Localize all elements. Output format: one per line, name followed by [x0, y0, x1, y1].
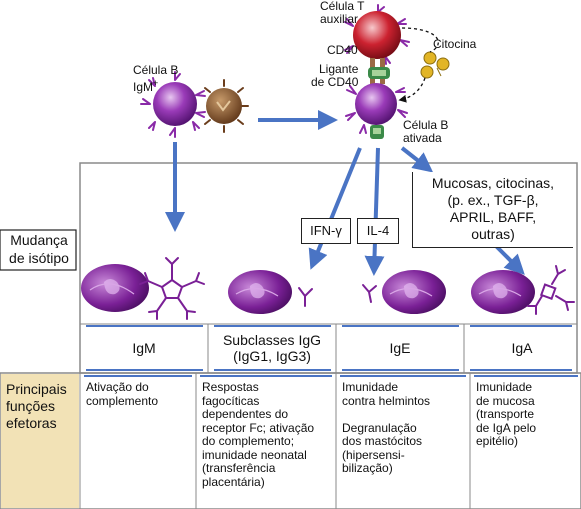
cd40-label: CD40	[327, 43, 358, 57]
column-head-iga: IgA	[511, 340, 533, 356]
cytokine-molecules	[420, 51, 450, 79]
column-head-igm: IgM	[132, 340, 156, 356]
b-cell-label-text: Célula B	[133, 63, 179, 77]
b-cell-label: Célula B IgM+	[133, 64, 178, 94]
ige-antibody	[362, 284, 377, 303]
cytokine-dashed-arrow	[398, 77, 426, 103]
mucosa-cytokines-box: Mucosas, citocinas, (p. ex., TGF-β, APRI…	[412, 172, 573, 248]
signal-arrows	[165, 110, 525, 276]
igm-plus-sup: +	[153, 78, 159, 88]
il4-box: IL-4	[357, 218, 399, 244]
plasma-cell-ige	[382, 270, 446, 314]
igm-b-cell	[140, 71, 206, 138]
igm-plus-text: IgM	[133, 80, 154, 94]
function-cell-igg: Respostas fagocíticas dependentes do rec…	[202, 380, 315, 489]
iga-dimer	[527, 265, 575, 315]
helper-t-cell	[344, 4, 410, 65]
plasma-cell-igm	[81, 264, 149, 312]
row-header-cell	[1, 374, 79, 508]
row-header: Principais funções efetoras	[6, 381, 67, 431]
function-cell-ige: Imunidade contra helmintos Degranulação …	[342, 380, 431, 475]
function-cell-iga: Imunidade de mucosa (transporte de IgA p…	[476, 380, 537, 448]
function-cell-igm: Ativação do complemento	[86, 380, 159, 408]
functions-table	[0, 372, 581, 509]
plasma-cell-iga	[471, 270, 535, 314]
plasma-cell-igg	[228, 270, 292, 314]
isotype-switch-label: Mudança de isótipo	[9, 232, 69, 266]
cd40-ligand-complex	[368, 58, 390, 86]
isotype-switch-box	[0, 229, 77, 271]
cytokine-dashed-arrow	[401, 27, 439, 53]
igm-plus-label: IgM+	[133, 77, 178, 94]
activated-b-label: Célula B ativada	[403, 118, 449, 145]
cd40-ligand-label: Ligante de CD40	[311, 62, 359, 89]
igg-antibody	[298, 287, 313, 307]
ifn-gamma-box: IFN-γ	[301, 218, 351, 244]
activated-b-cell	[345, 83, 408, 139]
cytokine-label: Citocina	[433, 37, 477, 51]
column-head-ige: IgE	[389, 340, 411, 356]
igm-pentamer	[139, 257, 205, 320]
helper-t-label: Célula T auxiliar	[320, 0, 365, 26]
antigen-particle	[204, 79, 249, 133]
column-head-igg: Subclasses IgG (IgG1, IgG3)	[222, 332, 322, 364]
